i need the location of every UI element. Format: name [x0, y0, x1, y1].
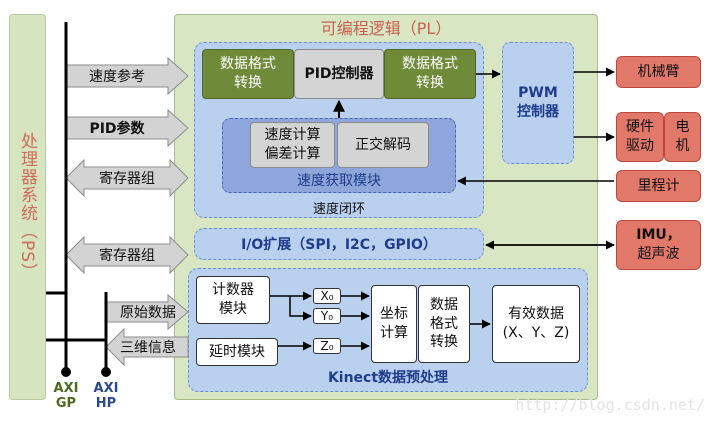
- label-3d-info: 三维信息: [120, 340, 176, 356]
- axi-gp-label: AXI GP: [48, 380, 84, 414]
- kconv-line3: 转换: [430, 334, 458, 351]
- imu-ultrasonic-block: IMU， 超声波: [616, 220, 701, 270]
- convert-left-line1: 数据格式: [220, 56, 276, 73]
- kconv-line1: 数据: [430, 296, 458, 313]
- pwm-line1: PWM: [518, 85, 558, 101]
- motor-line1: 电: [675, 119, 690, 136]
- coord-line2: 计算: [380, 325, 408, 341]
- speed-loop-label: 速度闭环: [312, 201, 365, 217]
- robot-arm-block: 机械臂: [616, 56, 701, 88]
- kinect-label: Kinect数据预处理: [327, 370, 449, 386]
- axi-hp-line2: HP: [95, 396, 117, 411]
- hardware-driver-block: 硬件 驱动: [616, 112, 664, 162]
- driver-line2: 驱动: [626, 138, 654, 154]
- kinect-convert-block: 数据 格式 转换: [418, 285, 470, 363]
- arrow-registers-1: [65, 158, 189, 198]
- coord-line1: 坐标: [380, 306, 408, 323]
- convert-left-line2: 转换: [234, 75, 262, 91]
- convert-right-line1: 数据格式: [402, 56, 458, 73]
- coord-calc-block: 坐标 计算: [371, 285, 417, 363]
- io-expansion-block: I/O扩展（SPI，I2C，GPIO）: [194, 228, 484, 260]
- motor-block: 电 机: [664, 112, 701, 162]
- axi-gp-line2: GP: [55, 396, 77, 411]
- pid-controller-block: PID控制器: [294, 49, 384, 99]
- valid-line2: (X、Y、Z): [502, 325, 570, 341]
- ps-region: [9, 14, 46, 400]
- axi-hp-label: AXI HP: [88, 380, 124, 414]
- imu-line1: IMU，: [636, 227, 681, 244]
- pl-title: 可编程逻辑（PL）: [320, 19, 452, 38]
- pwm-line2: 控制器: [517, 104, 559, 120]
- speed-calc-line2: 偏差计算: [264, 146, 321, 162]
- speed-acq-label: 速度获取模块: [297, 173, 381, 189]
- driver-line1: 硬件: [626, 119, 654, 136]
- arrow-speed-ref: [65, 56, 189, 96]
- counter-line1: 计数器: [212, 282, 254, 299]
- delay-module-block: 延时模块: [196, 338, 278, 366]
- z0-block: Z₀: [313, 338, 341, 354]
- arrow-raw-data: [105, 293, 189, 331]
- label-speed-ref: 速度参考: [89, 69, 145, 85]
- speed-calc-block: 速度计算 偏差计算: [250, 122, 335, 168]
- label-raw-data: 原始数据: [120, 305, 176, 321]
- imu-line2: 超声波: [637, 246, 680, 262]
- axi-gp-line1: AXI: [53, 381, 79, 397]
- convert-right-line2: 转换: [416, 75, 444, 91]
- counter-line2: 模块: [219, 301, 247, 317]
- motor-line2: 机: [675, 138, 690, 154]
- label-registers-1: 寄存器组: [99, 171, 155, 187]
- quad-decode-block: 正交解码: [337, 122, 429, 168]
- odometer-block: 里程计: [616, 170, 701, 202]
- speed-calc-line1: 速度计算: [264, 127, 321, 144]
- convert-left-block: 数据格式 转换: [202, 49, 294, 99]
- arrow-3d-info: [105, 327, 189, 367]
- counter-module-block: 计数器 模块: [196, 276, 270, 324]
- watermark: http://blog.csdn.net/: [515, 396, 705, 414]
- y0-block: Y₀: [313, 308, 341, 324]
- label-pid-params: PID参数: [89, 121, 145, 137]
- x0-block: X₀: [313, 288, 341, 304]
- convert-right-block: 数据格式 转换: [384, 49, 476, 99]
- arrow-registers-2: [65, 235, 189, 275]
- valid-data-block: 有效数据 (X、Y、Z): [492, 285, 580, 363]
- ps-label: 处理器系统（PS）: [17, 132, 37, 282]
- label-registers-2: 寄存器组: [99, 248, 155, 264]
- valid-line1: 有效数据: [508, 306, 564, 323]
- axi-hp-line1: AXI: [93, 381, 119, 397]
- kconv-line2: 格式: [430, 315, 458, 332]
- pwm-controller-block: PWM 控制器: [502, 42, 574, 164]
- arrow-pid-params: [65, 108, 189, 148]
